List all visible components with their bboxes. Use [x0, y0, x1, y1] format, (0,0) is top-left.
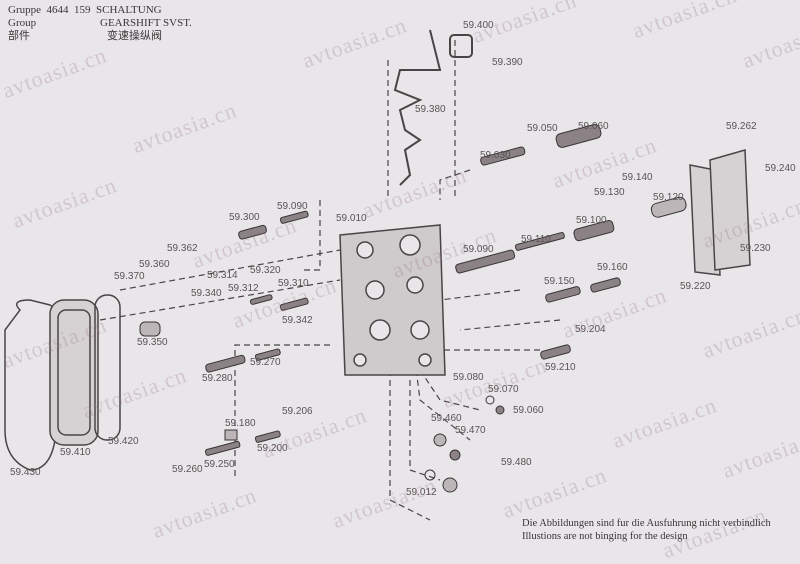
part-label: 59.410: [60, 447, 91, 458]
harness: [393, 29, 473, 186]
part-label: 59.370: [114, 271, 145, 282]
springs-and-spools: [139, 123, 687, 493]
part-label: 59.280: [202, 373, 233, 384]
gruppe-label: Gruppe: [8, 4, 41, 16]
part-label: 59.350: [137, 337, 168, 348]
title-german: SCHALTUNG: [96, 4, 162, 16]
title-english: GEARSHIFT SVST.: [100, 17, 192, 29]
part-label: 59.260: [172, 464, 203, 475]
part-label: 59.130: [594, 187, 625, 198]
part-label: 59.050: [527, 123, 558, 134]
right-plates: [689, 149, 751, 276]
disclaimer-english: Illustions are not binging for the desig…: [522, 531, 688, 542]
part-label: 59.480: [501, 457, 532, 468]
part-label: 59.430: [10, 467, 41, 478]
part-label: 59.400: [463, 20, 494, 31]
part-label: 59.314: [207, 270, 238, 281]
part-label: 59.270: [250, 357, 281, 368]
part-label: 59.312: [228, 283, 259, 294]
part-label: 59.340: [191, 288, 222, 299]
part-label: 59.380: [415, 104, 446, 115]
part-label: 59.250: [204, 459, 235, 470]
part-label: 59.080: [453, 372, 484, 383]
group-label: Group: [8, 17, 37, 29]
part-label: 59.460: [431, 413, 462, 424]
part-label: 59.110: [521, 234, 551, 245]
parts-label-cn: 部件: [8, 30, 30, 42]
part-label: 59.360: [139, 259, 170, 270]
part-label: 59.310: [278, 278, 309, 289]
group-number: 4644: [46, 4, 69, 16]
title-chinese: 变速操纵阀: [107, 30, 162, 42]
part-label: 59.362: [167, 243, 198, 254]
part-label: 59.300: [229, 212, 260, 223]
part-label: 59.230: [740, 243, 771, 254]
leader-lines: [99, 40, 561, 521]
part-label: 59.090: [277, 201, 308, 212]
sub-number: 159: [74, 4, 91, 16]
part-label: 59.240: [765, 163, 796, 174]
part-label: 59.262: [726, 121, 757, 132]
valve-body: [339, 224, 446, 376]
part-label: 59.100: [576, 215, 607, 226]
part-label: 59.140: [622, 172, 653, 183]
part-label: 59.070: [488, 384, 519, 395]
part-label: 59.200: [257, 443, 288, 454]
part-label: 59.206: [282, 406, 313, 417]
part-label: 59.210: [545, 362, 576, 373]
part-label: 59.342: [282, 315, 313, 326]
gasket-left: [4, 294, 121, 471]
exploded-view-drawing: [4, 29, 751, 521]
part-label: 59.060: [578, 121, 609, 132]
header-line-1: Gruppe 4644 159 SCHALTUNG: [8, 4, 162, 17]
part-label: 59.160: [597, 262, 628, 273]
part-label: 59.420: [108, 436, 139, 447]
part-label: 59.180: [225, 418, 256, 429]
part-label: 59.204: [575, 324, 606, 335]
disclaimer-german: Die Abbildungen sind fur die Ausfuhrung …: [522, 518, 771, 529]
part-label: 59.150: [544, 276, 575, 287]
part-label: 59.090: [463, 244, 494, 255]
part-label: 59.120: [653, 192, 684, 203]
part-label: 59.012: [406, 487, 437, 498]
part-label: 59.220: [680, 281, 711, 292]
part-label: 59.320: [250, 265, 281, 276]
part-label: 59.030: [480, 150, 511, 161]
part-label: 59.390: [492, 57, 523, 68]
part-label: 59.470: [455, 425, 486, 436]
part-label: 59.060: [513, 405, 544, 416]
part-label: 59.010: [336, 213, 367, 224]
